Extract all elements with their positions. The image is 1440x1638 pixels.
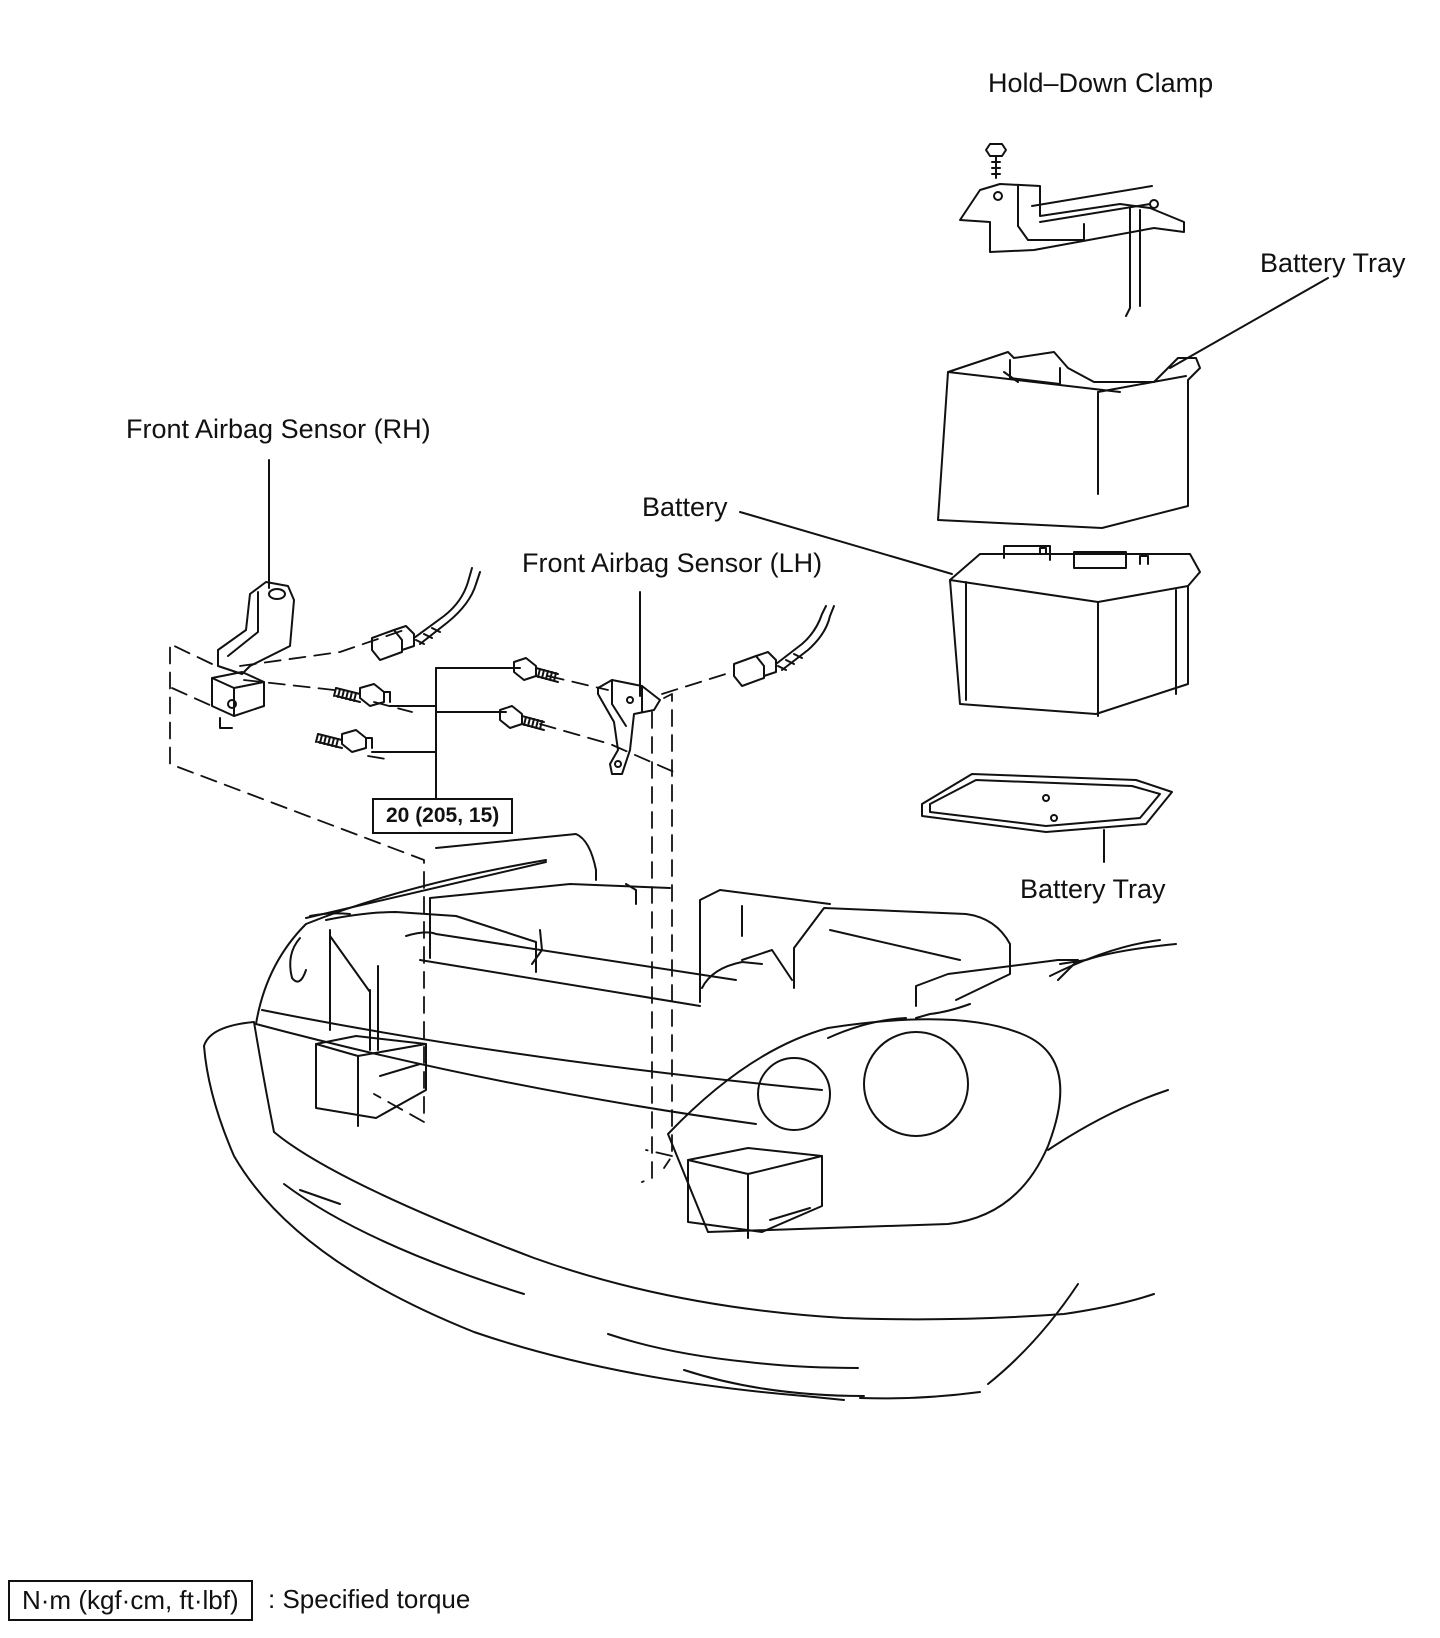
battery-leader [739,511,953,575]
torque-spec-box: 20 (205, 15) [372,798,514,834]
battery-drawing [949,545,1201,717]
battery-tray-upper-label: Battery Tray [1260,248,1406,278]
battery-tray-upper-drawing [937,351,1201,529]
front-airbag-sensor-rh-label: Front Airbag Sensor (RH) [126,414,431,444]
torque-unit-legend-box: N·m (kgf·cm, ft·lbf) [8,1580,253,1621]
torque-callout-lines [371,667,521,801]
car-front-drawing [203,833,1177,1401]
torque-unit-legend-text: : Specified torque [268,1584,471,1614]
battery-tray-upper-leader [1169,277,1329,369]
dashed-guide-lines [169,627,733,1183]
rh-bolts-drawing [315,683,391,753]
front-airbag-sensor-lh-label: Front Airbag Sensor (LH) [522,548,823,578]
front-airbag-sensor-rh-drawing [211,581,295,729]
lh-bolts-drawing [499,657,559,731]
hold-down-clamp-label: Hold–Down Clamp [988,68,1214,98]
battery-tray-lower-drawing [921,773,1173,863]
lh-connector-drawing [733,605,835,687]
battery-label: Battery [642,492,728,522]
front-airbag-sensor-lh-drawing [597,679,661,775]
hold-down-clamp-drawing [959,143,1185,317]
battery-tray-lower-label: Battery Tray [1020,874,1166,904]
rh-connector-drawing [371,567,481,661]
